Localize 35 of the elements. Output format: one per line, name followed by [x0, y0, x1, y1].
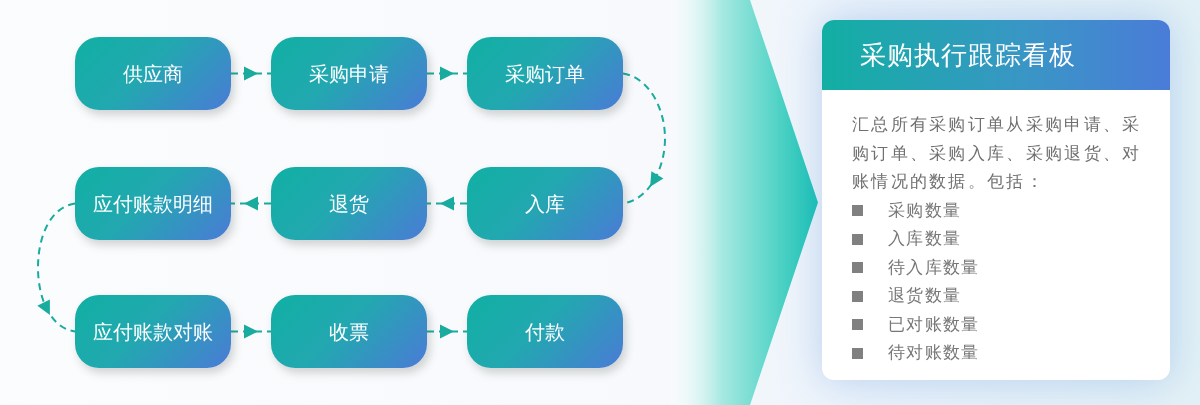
list-item-text: 采购数量 — [888, 199, 962, 222]
step-label: 应付账款对账 — [93, 319, 213, 345]
step-label: 退货 — [329, 191, 369, 217]
step-label: 应付账款明细 — [93, 191, 213, 217]
process-box — [271, 167, 427, 240]
process-box — [467, 295, 623, 368]
step-label: 收票 — [329, 319, 369, 345]
dashed-arrow — [230, 66, 272, 81]
info-panel — [822, 20, 1170, 380]
process-box — [271, 37, 427, 110]
process-box — [467, 167, 623, 240]
dashed-arrow — [37, 202, 76, 333]
dashed-arrow — [230, 196, 272, 211]
process-box — [75, 167, 231, 240]
list-item-text: 待对账数量 — [888, 342, 980, 364]
list-item-text: 已对账数量 — [888, 313, 980, 336]
process-box — [75, 37, 231, 110]
dashed-arrow — [426, 324, 468, 339]
list-item-text: 入库数量 — [888, 228, 962, 250]
step-label: 采购订单 — [505, 61, 585, 87]
step-label: 入库 — [525, 191, 565, 217]
list-item-text: 待入库数量 — [888, 256, 980, 279]
list-item-text: 退货数量 — [888, 285, 962, 307]
panel-title: 采购执行跟踪看板 — [860, 39, 1076, 71]
dashed-arrow — [622, 72, 666, 205]
step-label: 供应商 — [123, 61, 183, 87]
description-text: 汇总所有采购订单从采购申请、采购订单、采购入库、采购退货、对账情况的数据。包括： — [852, 114, 1143, 193]
dashed-arrow — [426, 66, 468, 81]
step-label: 付款 — [525, 319, 565, 345]
process-box — [467, 37, 623, 110]
process-box — [271, 295, 427, 368]
dashed-arrow — [230, 324, 272, 339]
process-box — [75, 295, 231, 368]
dashed-arrow — [426, 196, 468, 211]
step-label: 采购申请 — [309, 61, 389, 87]
